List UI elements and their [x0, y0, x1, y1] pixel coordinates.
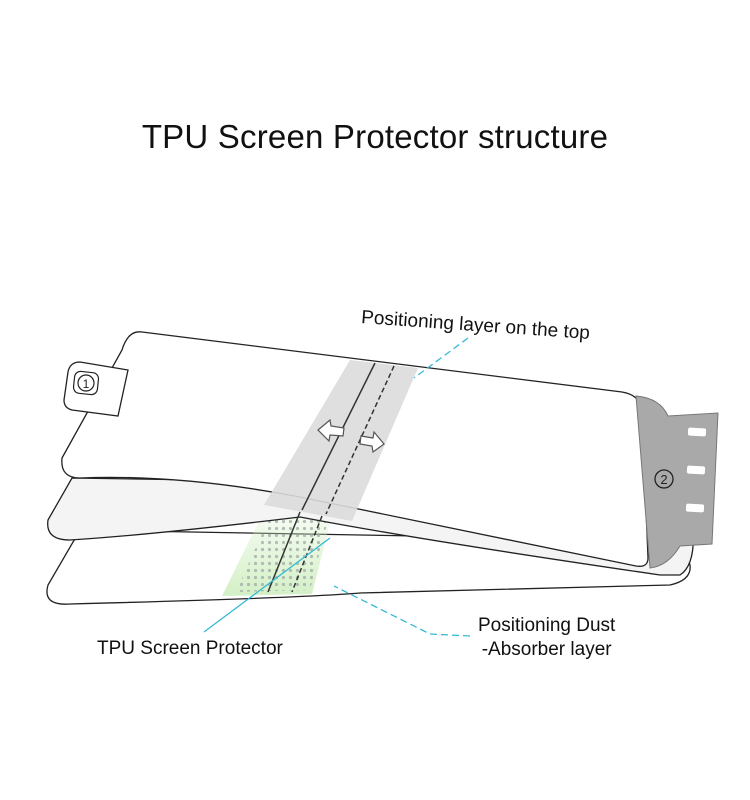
tab-1-pull-tab: [63, 361, 129, 417]
tpu-protector-label: TPU Screen Protector: [97, 638, 283, 659]
diagram-title: TPU Screen Protector structure: [141, 118, 609, 155]
top-layer-leader: [413, 337, 469, 379]
tab-1-inner: [72, 370, 100, 396]
lower-seam: [267, 511, 301, 593]
tpu-leader: [203, 537, 331, 633]
tab-2-slot-1: [687, 427, 707, 437]
tab-2-slot-2: [686, 465, 706, 475]
tab-2-number-badge: [654, 469, 674, 489]
dust-leader: [333, 585, 471, 637]
left-arrow-icon: [317, 418, 345, 443]
right-arrow-icon: [359, 430, 385, 454]
dust-absorber-label-line2: -Absorber layer: [481, 639, 612, 660]
tab-2-number: 2: [660, 472, 667, 487]
positioning-strip: [264, 360, 418, 521]
tab-1-number: 1: [83, 377, 90, 391]
dust-absorber-label-line1: Positioning Dust: [478, 615, 616, 636]
tab-1-number-badge: [77, 374, 95, 392]
lower-seam-dashed: [291, 515, 323, 593]
dust-absorber-label: Positioning Dust -Absorber layer: [478, 614, 615, 662]
tab-2-slot-3: [685, 503, 705, 513]
strip-seam-solid: [301, 362, 376, 511]
tab-2-release-liner: [635, 395, 719, 569]
